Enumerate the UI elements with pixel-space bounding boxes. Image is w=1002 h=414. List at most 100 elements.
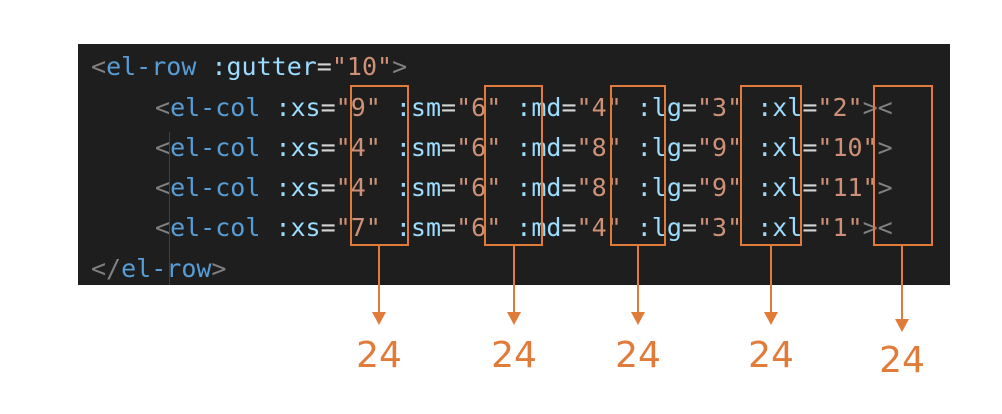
arrow-head-icon (895, 319, 909, 332)
xs-attr: :xs (275, 133, 321, 162)
equals: = (681, 133, 697, 162)
sm-attr: :sm (395, 133, 442, 162)
lg-value: "9" (696, 173, 743, 202)
sum-label: 24 (356, 335, 402, 376)
md-value: "8" (576, 133, 622, 162)
xl-value: "2" (817, 93, 863, 122)
xl-value: "10" (817, 133, 878, 162)
equals: = (802, 173, 818, 202)
xl-highlight-box (873, 85, 933, 246)
xl-attr: :xl (757, 133, 803, 162)
equals: = (441, 213, 457, 242)
col-tag: el-col (170, 93, 261, 122)
lg-value: "3" (696, 93, 743, 122)
lg-attr: :lg (636, 213, 682, 242)
col-line: <el-col :xs="4" :sm="6" :md="8" :lg="9" … (155, 168, 893, 208)
row-close-line: </el-row> (91, 249, 226, 285)
xs-attr: :xs (275, 173, 321, 202)
xl-attr: :xl (757, 93, 803, 122)
xl-attr: :xl (757, 173, 803, 202)
col-line: <el-col :xs="9" :sm="6" :md="4" :lg="3" … (155, 88, 893, 128)
equals: = (561, 213, 577, 242)
equals: = (320, 213, 336, 242)
equals: = (681, 93, 697, 122)
arrow-head-icon (764, 312, 778, 325)
close-bracket: > (211, 254, 227, 283)
equals: = (320, 93, 336, 122)
indent-guide (169, 132, 170, 285)
equals: = (320, 173, 336, 202)
xs-value: "7" (335, 213, 381, 242)
arrow-head-icon (631, 312, 645, 325)
tag-tail: >< (862, 93, 893, 122)
row-open-line: <el-row :gutter="10"> (91, 47, 407, 87)
open-bracket: < (155, 213, 171, 242)
lg-attr: :lg (636, 173, 682, 202)
equals: = (316, 52, 332, 81)
sum-label: 24 (879, 340, 925, 381)
lg-value: "3" (696, 213, 743, 242)
close-bracket: > (392, 52, 408, 81)
arrow-head-icon (507, 312, 521, 325)
md-value: "8" (576, 173, 622, 202)
tag-tail: > (877, 133, 893, 162)
equals: = (441, 93, 457, 122)
open-bracket: < (155, 93, 171, 122)
lg-attr: :lg (636, 133, 682, 162)
sm-value: "6" (456, 93, 502, 122)
arrow-shaft (637, 246, 639, 312)
md-value: "4" (576, 213, 622, 242)
gutter-attr: :gutter (211, 52, 317, 81)
xs-highlight-box (350, 85, 409, 246)
row-tag: el-row (106, 52, 197, 81)
xs-attr: :xs (275, 213, 321, 242)
md-attr: :md (516, 173, 562, 202)
xs-value: "4" (335, 173, 381, 202)
sm-value: "6" (456, 213, 502, 242)
equals: = (441, 173, 457, 202)
col-tag: el-col (170, 213, 261, 242)
open-bracket: < (155, 133, 171, 162)
sm-attr: :sm (395, 173, 442, 202)
col-tag: el-col (170, 173, 261, 202)
lg-attr: :lg (636, 93, 682, 122)
xs-value: "9" (335, 93, 381, 122)
open-bracket: < (91, 52, 107, 81)
sum-label: 24 (491, 335, 537, 376)
gutter-value: "10" (331, 52, 393, 81)
arrow-head-icon (372, 312, 386, 325)
md-attr: :md (516, 133, 562, 162)
xs-value: "4" (335, 133, 381, 162)
sum-label: 24 (748, 335, 794, 376)
tag-tail: >< (862, 213, 893, 242)
xl-value: "11" (817, 173, 878, 202)
equals: = (561, 173, 577, 202)
sm-attr: :sm (395, 213, 442, 242)
arrow-shaft (378, 246, 380, 312)
xl-attr: :xl (757, 213, 803, 242)
equals: = (802, 93, 818, 122)
lg-highlight-box (740, 85, 802, 246)
open-bracket: < (155, 173, 171, 202)
sm-attr: :sm (395, 93, 442, 122)
xl-value: "1" (817, 213, 863, 242)
tag-tail: > (877, 173, 893, 202)
col-line: <el-col :xs="4" :sm="6" :md="8" :lg="9" … (155, 128, 893, 168)
arrow-shaft (901, 246, 903, 319)
md-value: "4" (576, 93, 622, 122)
col-line: <el-col :xs="7" :sm="6" :md="4" :lg="3" … (155, 208, 893, 248)
open-bracket: </ (91, 254, 122, 283)
sm-highlight-box (484, 85, 543, 246)
equals: = (561, 93, 577, 122)
sm-value: "6" (456, 173, 502, 202)
md-attr: :md (516, 93, 562, 122)
equals: = (681, 173, 697, 202)
arrow-shaft (513, 246, 515, 312)
equals: = (681, 213, 697, 242)
equals: = (320, 133, 336, 162)
arrow-shaft (770, 246, 772, 312)
col-tag: el-col (170, 133, 261, 162)
equals: = (802, 213, 818, 242)
equals: = (561, 133, 577, 162)
row-tag: el-row (121, 254, 212, 283)
